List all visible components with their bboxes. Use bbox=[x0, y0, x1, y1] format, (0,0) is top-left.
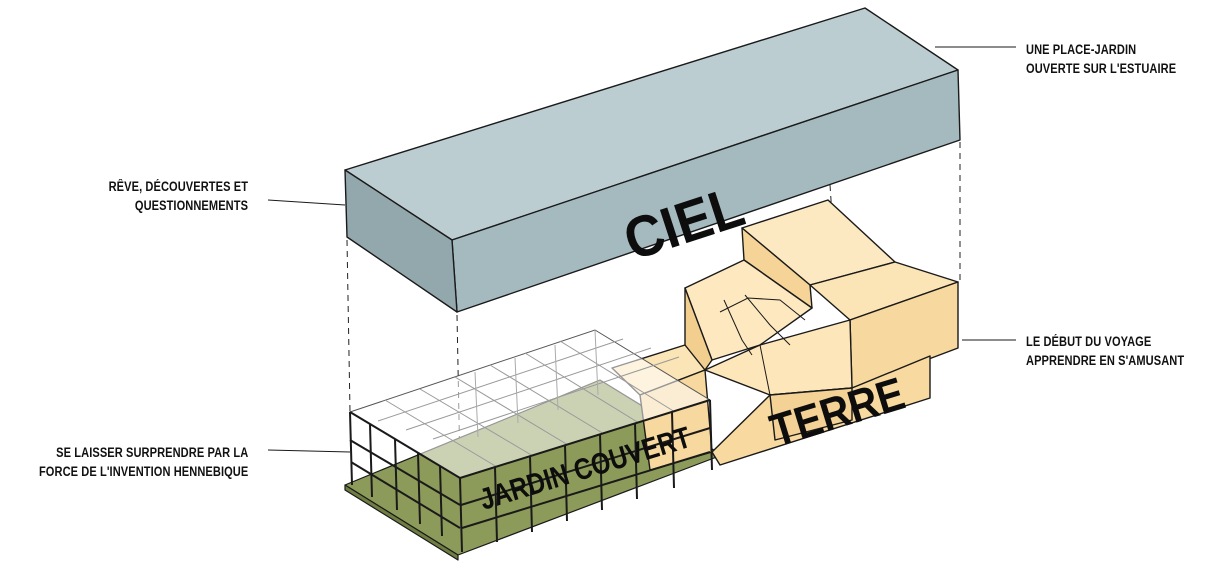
annotation-hennebique-line-1: SE LAISSER SURPRENDRE PAR LA bbox=[55, 445, 248, 460]
terre-fold-lines bbox=[719, 294, 806, 396]
terre-volume bbox=[611, 199, 959, 471]
terre-main-top bbox=[704, 319, 853, 396]
annotation-place-jardin: UNE PLACE-JARDIN OUVERTE SUR L'ESTUAIRE bbox=[1026, 40, 1176, 78]
garden-ground-edge bbox=[344, 484, 459, 561]
annotation-place-line-1: UNE PLACE-JARDIN bbox=[1026, 42, 1137, 57]
terre-main-lower bbox=[769, 387, 853, 441]
glass-frame-front bbox=[349, 399, 713, 553]
dashed-line-left bbox=[346, 239, 351, 413]
annotation-hennebique-line-2: FORCE DE L'INVENTION HENNEBIQUE bbox=[38, 464, 248, 479]
leader-lines bbox=[267, 46, 1016, 453]
ciel-side-face bbox=[344, 169, 458, 313]
annotation-reve: RÊVE, DÉCOUVERTES ET QUESTIONNEMENTS bbox=[109, 177, 248, 215]
annotation-reve-line-2: QUESTIONNEMENTS bbox=[134, 198, 248, 213]
annotation-debut-voyage: LE DÉBUT DU VOYAGE APPRENDRE EN S'AMUSAN… bbox=[1026, 332, 1184, 370]
annotation-debut-line-2: APPRENDRE EN S'AMUSANT bbox=[1026, 353, 1185, 368]
annotation-reve-line-1: RÊVE, DÉCOUVERTES ET bbox=[108, 179, 248, 194]
leader-hennebique bbox=[267, 449, 351, 453]
leader-reve bbox=[267, 199, 346, 206]
annotation-hennebique: SE LAISSER SURPRENDRE PAR LA FORCE DE L'… bbox=[39, 443, 248, 481]
ciel-volume bbox=[344, 7, 961, 313]
annotation-place-line-2: OUVERTE SUR L'ESTUAIRE bbox=[1026, 61, 1177, 76]
annotation-debut-line-1: LE DÉBUT DU VOYAGE bbox=[1026, 334, 1152, 349]
